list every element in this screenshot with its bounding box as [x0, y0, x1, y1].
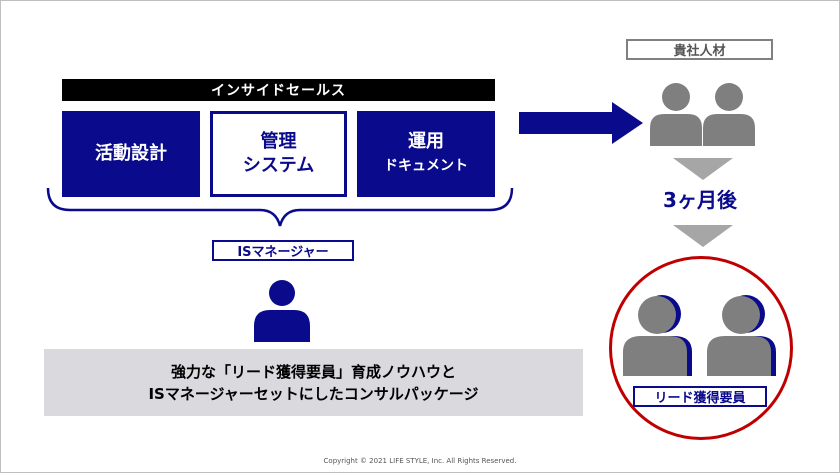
- operation-document-line2: ドキュメント: [384, 158, 468, 174]
- result-circle: [609, 256, 793, 440]
- manager-person-icon: [254, 280, 310, 342]
- package-line1: 強力な「リード獲得要員」育成ノウハウと: [170, 362, 456, 381]
- operation-document-box: 運用 ドキュメント: [357, 111, 495, 197]
- copyright-footer: Copyright © 2021 LIFE STYLE, Inc. All Ri…: [323, 457, 517, 465]
- lead-staff-label: リード獲得要員: [633, 386, 767, 407]
- consulting-package-panel: 強力な「リード獲得要員」育成ノウハウと ISマネージャーセットにしたコンサルパッ…: [44, 349, 583, 416]
- inside-sales-header: インサイドセールス: [62, 79, 495, 101]
- activity-design-label: 活動設計: [95, 143, 167, 164]
- right-arrow-icon: [519, 102, 643, 144]
- chevron-down-icon: [673, 158, 733, 180]
- grouping-brace: [46, 187, 514, 227]
- is-manager-label: ISマネージャー: [212, 240, 354, 261]
- period-label: 3ヶ月後: [663, 188, 737, 212]
- chevron-down-icon-2: [673, 225, 733, 247]
- package-line2: ISマネージャーセットにしたコンサルパッケージ: [148, 384, 479, 403]
- operation-document-line1: 運用: [408, 131, 444, 152]
- company-staff-label: 貴社人材: [626, 39, 773, 60]
- staff-persons-icon: [650, 83, 755, 146]
- activity-design-box: 活動設計: [62, 111, 200, 197]
- management-system-box: 管理 システム: [210, 111, 347, 197]
- management-system-line2: システム: [242, 155, 315, 176]
- management-system-line1: 管理: [260, 131, 297, 152]
